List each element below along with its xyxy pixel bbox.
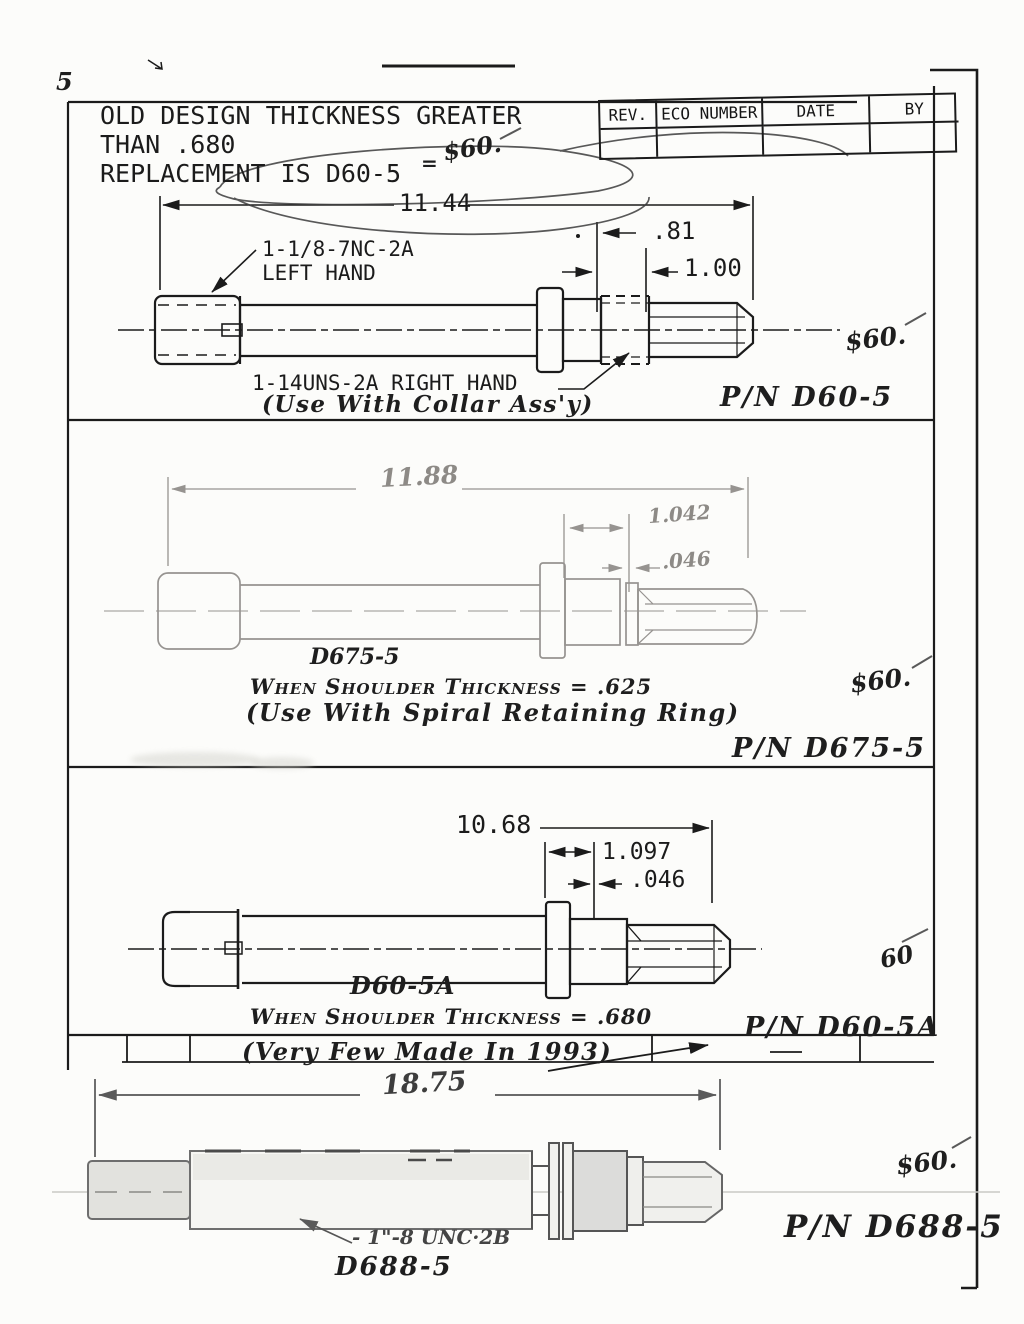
rev-table-header-by: BY [869,94,959,125]
d4-price-annotation: $60. [894,1144,959,1181]
d3-price-annotation: 60 [877,938,916,975]
rev-table-cell-empty [600,128,659,158]
note-line-2: THAN .680 [100,130,236,159]
d1-dim-overall: 11.44 [399,189,472,217]
d3-caption: D60-5A [350,971,456,1000]
pen-scribbles [215,127,972,1149]
shaft-d688-5 [52,1142,1000,1240]
d3-condition: When Shoulder Thickness = .680 [250,1004,653,1029]
scan-smudge [250,757,314,769]
d2-price-annotation: $60. [848,662,913,699]
d3-dim-a: 1.097 [602,839,672,865]
d1-part-number: P/N D60-5 [720,382,894,413]
d3-usage-note: (Very Few Made In 1993) [242,1037,613,1066]
d3-dim-overall: 10.68 [456,810,532,839]
d2-dim-b: .046 [661,546,712,574]
d4-thread-label: - 1"-8 UNC·2B [352,1225,511,1249]
shaft-d675-5 [104,562,806,659]
d1-left-thread-label-1: 1-1/8-7NC-2A [262,237,414,261]
shaft-d60-5a [128,900,762,1000]
d1-dim-a: .81 [652,217,696,245]
d4-part-number: P/N D688-5 [784,1209,1004,1245]
d1-price-annotation: $60. [843,320,908,357]
dims-d675-5 [167,477,749,592]
sheet-frame [66,59,979,1290]
rev-table-cell-empty [763,124,872,155]
rev-table-cell-empty [871,122,960,152]
d1-right-thread-label: 1-14UNS-2A RIGHT HAND [252,371,518,395]
rev-table-cell-empty [657,126,765,157]
d1-dim-b: 1.00 [684,254,742,282]
d4-caption: D688-5 [335,1252,453,1282]
d2-caption: D675-5 [310,644,400,670]
shaft-d60-5 [118,286,840,374]
dims-d60-5 [159,196,754,390]
note-line-1: OLD DESIGN THICKNESS GREATER [100,101,522,130]
d2-dim-overall: 11.88 [379,459,460,494]
d2-part-number: P/N D675-5 [732,733,927,764]
d3-dim-b: .046 [630,867,686,893]
d2-usage-note: (Use With Spiral Retaining Ring) [246,698,740,727]
rev-table-header-date: DATE [763,96,871,127]
d2-condition: When Shoulder Thickness = .625 [250,674,653,699]
rev-table-header-eco: ECO NUMBER [657,98,764,129]
d1-usage-note: (Use With Collar Ass'y) [262,391,594,418]
corner-mark: 5 [56,67,73,96]
note-line-3: REPLACEMENT IS D60-5 [100,159,402,188]
d3-part-number: P/N D60-5A [744,1012,941,1043]
d4-dim-overall: 18.75 [381,1065,468,1102]
dims-d688-5 [94,1079,721,1244]
scan-smudge [130,752,260,767]
rev-table-header-rev: REV. [600,100,658,130]
d1-left-thread-label-2: LEFT HAND [262,261,376,285]
note-equals-mark: = [421,151,438,175]
rev-table: REV. ECO NUMBER DATE BY [598,92,960,160]
dims-d60-5a [540,820,802,1072]
d2-dim-a: 1.042 [647,499,712,529]
